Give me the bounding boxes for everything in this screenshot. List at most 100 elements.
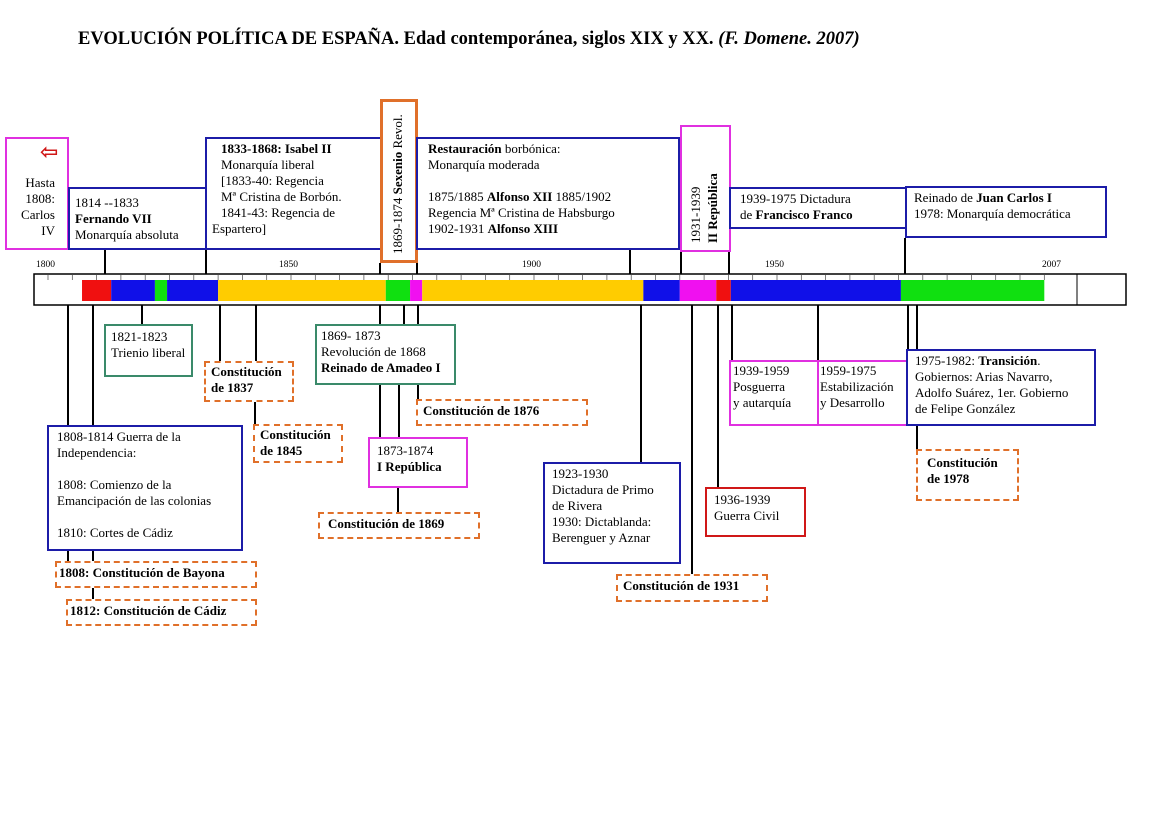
bar-segment-3 (167, 280, 219, 301)
bar-segment-9 (679, 280, 717, 301)
bar-segment-11 (730, 280, 901, 301)
title-main: EVOLUCIÓN POLÍTICA DE ESPAÑA. Edad conte… (78, 29, 714, 49)
posguerra-years: 1939-1959 (733, 363, 790, 378)
box-guerra-civil: 1936-1939 Guerra Civil (705, 487, 806, 537)
const-bayona-label: 1808: Constitución de Bayona (59, 565, 225, 580)
estabilizacion-line-3: y Desarrollo (820, 395, 885, 410)
box-fernando-vii: 1814 --1833 Fernando VII Monarquía absol… (68, 187, 208, 250)
box-constitucion-1876: Constitución de 1876 (416, 399, 588, 426)
posguerra-line-2: Posguerra (733, 379, 785, 394)
const-1837-line-2: de 1837 (211, 380, 254, 395)
box-franco: 1939-1975 Dictadura de Francisco Franco (729, 187, 907, 229)
sexenio-years: 1869-1874 (390, 197, 405, 254)
independencia-line-2: Independencia: (57, 445, 137, 460)
primo-line-4: 1930: Dictablanda: (552, 514, 652, 529)
transicion-line-4: de Felipe González (915, 401, 1016, 416)
box-isabel-ii: 1833-1868: Isabel II Monarquía liberal [… (205, 137, 383, 250)
bar-segment-10 (716, 280, 731, 301)
bar-segment-4 (218, 280, 386, 301)
fernando-name: Fernando VII (75, 211, 152, 226)
sexenio-revolucion: Revolución de 1868 (321, 344, 426, 359)
isabel-line-6: Espartero] (212, 221, 267, 236)
i-republica-name: I República (377, 459, 442, 474)
back-arrow-icon: ⇦ (40, 140, 59, 165)
regencia-habsburgo: Regencia Mª Cristina de Habsburgo (428, 205, 615, 220)
ii-republica-name-label: II República (705, 165, 721, 243)
const-1837-line-1: Constitución (211, 364, 282, 379)
bar-segment-12 (900, 280, 1045, 301)
const-1869-label: Constitución de 1869 (328, 516, 445, 531)
primo-line-3: de Rivera (552, 498, 603, 513)
box-constitucion-1978: Constitución de 1978 (916, 449, 1019, 501)
tick-label-1900: 1900 (522, 260, 541, 270)
primo-line-2: Dictadura de Primo (552, 482, 654, 497)
independencia-line-5: Emancipación de las colonias (57, 493, 212, 508)
box-juan-carlos: Reinado de Juan Carlos I 1978: Monarquía… (905, 186, 1107, 238)
tick-label-2007: 2007 (1042, 260, 1062, 270)
carlos-line-4: IV (41, 223, 55, 238)
carlos-line-1: Hasta (25, 175, 55, 190)
bar-segment-0 (82, 280, 112, 301)
isabel-line-2: Monarquía liberal (221, 157, 315, 172)
box-sexenio-lower: 1869- 1873 Revolución de 1868 Reinado de… (315, 324, 456, 385)
isabel-title: 1833-1868: Isabel II (221, 141, 332, 156)
alfonso-xii-name: Alfonso XII (486, 189, 553, 204)
box-posguerra: 1939-1959 Posguerra y autarquía (729, 360, 821, 426)
box-restauracion: Restauración borbónica: Monarquía modera… (416, 137, 680, 250)
trienio-years: 1821-1823 (111, 329, 168, 344)
const-1931-label: Constitución de 1931 (623, 578, 740, 593)
box-estabilizacion: 1959-1975 Estabilización y Desarrollo (817, 360, 908, 426)
const-1876-label: Constitución de 1876 (423, 403, 540, 418)
tick-label-1850: 1850 (279, 260, 298, 270)
box-constitucion-cadiz: 1812: Constitución de Cádiz (66, 599, 257, 626)
const-1845-line-1: Constitución (260, 427, 331, 442)
reinado-amadeo: Reinado de Amadeo I (321, 360, 441, 375)
box-carlos-iv: Hasta 1808: Carlos IV (5, 137, 69, 250)
restauracion-title: Restauración (428, 141, 502, 156)
regencia-years: 1885/1902 (552, 189, 612, 204)
ii-republica-years: 1931-1939 (688, 186, 703, 243)
box-constitucion-1845: Constitución de 1845 (253, 424, 343, 463)
sexenio-rest: Revol. (390, 114, 405, 149)
transicion-line-2: Gobiernos: Arias Navarro, (915, 369, 1053, 384)
restauracion-subtitle: borbónica: (501, 141, 561, 156)
i-republica-years: 1873-1874 (377, 443, 434, 458)
transicion-years: 1975-1982: (915, 353, 979, 368)
juan-carlos-name: Juan Carlos I (976, 190, 1052, 205)
sexenio-vertical-label: 1869-1874 Sexenio Revol. (390, 104, 406, 254)
box-trienio-liberal: 1821-1823 Trienio liberal (104, 324, 193, 377)
independencia-line-1: 1808-1814 Guerra de la (57, 429, 181, 444)
tick-label-1950: 1950 (765, 260, 784, 270)
alfonso-xiii-name: Alfonso XIII (487, 221, 559, 236)
alfonso-xiii-years: 1902-1931 (428, 221, 488, 236)
guerra-civil-years: 1936-1939 (714, 492, 771, 507)
franco-name: Francisco Franco (755, 207, 853, 222)
posguerra-line-3: y autarquía (733, 395, 792, 410)
tick-label-1800: 1800 (36, 260, 55, 270)
box-primo-de-rivera: 1923-1930 Dictadura de Primo de Rivera 1… (543, 462, 681, 564)
juan-carlos-prefix: Reinado de (914, 190, 977, 205)
independencia-line-7: 1810: Cortes de Cádiz (57, 525, 173, 540)
independencia-line-4: 1808: Comienzo de la (57, 477, 172, 492)
estabilizacion-years: 1959-1975 (820, 363, 877, 378)
box-transicion: 1975-1982: Transición. Gobiernos: Arias … (906, 349, 1096, 426)
restauracion-regime: Monarquía moderada (428, 157, 540, 172)
trienio-name: Trienio liberal (111, 345, 186, 360)
carlos-line-2: 1808: (25, 191, 55, 206)
juan-carlos-regime: 1978: Monarquía democrática (914, 206, 1071, 221)
franco-de: de (740, 207, 756, 222)
isabel-line-5: 1841-43: Regencia de (221, 205, 336, 220)
bar-segment-2 (154, 280, 168, 301)
alfonso-xii-years: 1875/1885 (428, 189, 487, 204)
estabilizacion-line-2: Estabilización (820, 379, 894, 394)
box-constitucion-bayona: 1808: Constitución de Bayona (55, 561, 257, 588)
isabel-line-3: [1833-40: Regencia (221, 173, 324, 188)
box-i-republica: 1873-1874 I República (368, 437, 468, 488)
page-title: EVOLUCIÓN POLÍTICA DE ESPAÑA. Edad conte… (78, 29, 860, 50)
title-credit: (F. Domene. 2007) (718, 29, 860, 49)
box-constitucion-1931: Constitución de 1931 (616, 574, 768, 602)
bar-segment-5 (385, 280, 411, 301)
const-1978-line-2: de 1978 (927, 471, 970, 486)
